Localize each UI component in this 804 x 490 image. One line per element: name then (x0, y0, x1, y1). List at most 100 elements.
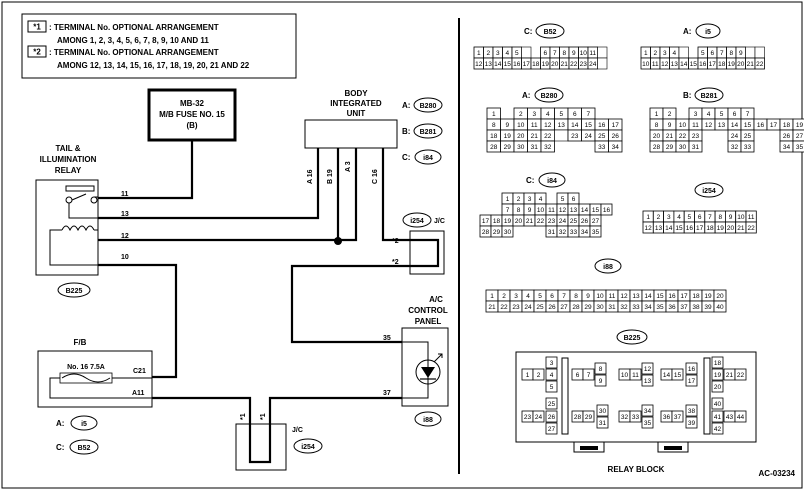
cv-i88-pin: 26 (548, 304, 556, 311)
cv-b225-cell (545, 410, 558, 423)
cv-i88-pin: 34 (644, 304, 652, 311)
jc-top-pin-1: *2 (392, 238, 399, 245)
cv-b281-pin: 31 (692, 144, 700, 151)
cv-i88-pin: 16 (668, 293, 676, 300)
cv-b225-cell (671, 410, 684, 423)
cv-b225-pin: 34 (644, 408, 652, 415)
tail-illumination-relay: TAIL & ILLUMINATION RELAY 11 13 12 10 B2… (35, 144, 129, 298)
relay-title-2: ILLUMINATION (40, 155, 97, 164)
cv-b281-pin: 25 (744, 133, 752, 140)
cv-b52-pin: 11 (589, 50, 596, 57)
cv-b225-pin: 5 (550, 384, 554, 391)
cv-b225-pin: 17 (688, 378, 696, 385)
cv-b52-pin: 3 (496, 50, 500, 57)
cv-b52-pin: 20 (551, 61, 559, 68)
cv-b280-pin: 26 (612, 133, 620, 140)
cv-b281-pin: 12 (705, 122, 713, 129)
wire-jc-to-ac-35 (290, 264, 410, 344)
cv-i84-pin: 34 (581, 229, 589, 236)
cv-b280-pin: 23 (571, 133, 579, 140)
biu-conn-a-prefix: A: (402, 101, 410, 110)
cv-b280-pin: 20 (517, 133, 525, 140)
cv-i254-pin: 18 (706, 225, 714, 232)
biu-conn-b-id: B281 (420, 129, 437, 136)
cv-b281-cell (740, 140, 755, 153)
cv-b225-cell (582, 368, 595, 381)
cv-b52-cell (597, 57, 608, 70)
cv-b281-pin: 18 (783, 122, 791, 129)
cv-i84-pin: 27 (592, 218, 600, 225)
cv-b225-pin: 25 (548, 401, 556, 408)
cv-i84-pin: 19 (504, 218, 512, 225)
fuse-box-line3: (B) (186, 121, 197, 130)
cv-b280-pin: 18 (490, 133, 498, 140)
fb-title: F/B (74, 338, 87, 347)
cv-b52-pin: 22 (570, 61, 578, 68)
cv-i254-pin: 15 (675, 225, 683, 232)
cv-i84-pin: 24 (559, 218, 567, 225)
cv-b225-cell (641, 416, 654, 429)
cv-i88-pin: 24 (524, 304, 532, 311)
biu-title-1: BODY (344, 89, 368, 98)
cv-b281-pin: 16 (757, 122, 765, 129)
cv-i84-pin: 22 (537, 218, 545, 225)
cv-b281-pin: 21 (666, 133, 674, 140)
cv-b225-pin: 32 (621, 414, 629, 421)
cv-i84-prefix: C: (526, 176, 534, 185)
ac-title-2: CONTROL (408, 306, 448, 315)
cv-b225-pin: 13 (644, 378, 652, 385)
ac-control-panel: A/C CONTROL PANEL 35 37 i88 (383, 295, 449, 427)
biu-title-3: UNIT (347, 109, 366, 118)
cv-i88-cell (713, 300, 727, 313)
cv-b52-pin: 19 (542, 61, 550, 68)
cv-i88-pin: 19 (704, 293, 712, 300)
cv-b225-pin: 8 (599, 366, 603, 373)
cv-i84-cell (501, 225, 514, 238)
jc-top-pin-2: *2 (392, 259, 399, 266)
cv-b225-pin: 24 (535, 414, 543, 421)
relay-pin-12: 12 (121, 233, 129, 240)
cv-b225-cell (734, 368, 747, 381)
cv-i84-pin: 15 (592, 207, 600, 214)
cv-b225-cell (582, 410, 595, 423)
cv-i5-id: i5 (705, 29, 711, 36)
cv-b281-pin: 26 (783, 133, 791, 140)
cv-i84-cell (589, 225, 602, 238)
fb-pin-c21: C21 (133, 368, 146, 375)
cv-i84-pin: 33 (570, 229, 578, 236)
cv-b52-pin: 10 (580, 50, 588, 57)
ac-pin-35: 35 (383, 335, 391, 342)
cv-b280-pin: 3 (532, 111, 536, 118)
cv-i88-pin: 40 (716, 304, 724, 311)
cv-i88-pin: 2 (502, 293, 506, 300)
cv-b281-pin: 11 (692, 122, 699, 129)
cv-i254-pin: 16 (686, 225, 694, 232)
cv-i5-pin: 8 (729, 50, 733, 57)
wire-relay-13-to-biu-a16 (98, 148, 320, 220)
cv-b280-cell (540, 140, 555, 153)
cv-i84-pin: 7 (506, 207, 510, 214)
wire-fuse-to-relay-11 (98, 140, 194, 200)
cv-b225-pin: 12 (644, 366, 652, 373)
cv-i254-pin: 12 (645, 225, 653, 232)
cv-b52-pin: 1 (477, 50, 481, 57)
cv-b225-cell (685, 362, 698, 375)
jc-top-label: J/C (434, 218, 445, 225)
cv-i254-pin: 8 (718, 214, 722, 221)
cv-i88-pin: 36 (668, 304, 676, 311)
cv-b225-pin: 37 (674, 414, 682, 421)
cv-b225-pin: 26 (548, 414, 556, 421)
cv-b225-pin: 18 (714, 360, 722, 367)
cv-b225-cell (711, 356, 724, 369)
wire-junction-to-biu-a3 (338, 148, 358, 242)
wire-fb-a11-to-jc (152, 396, 252, 432)
jc-bottom-pin-2: *1 (260, 413, 267, 420)
biu-pin-a3: A 3 (345, 161, 352, 172)
cv-b225-cell (545, 368, 558, 381)
cv-b225-pin: 40 (714, 401, 722, 408)
fb-conn-a-prefix: A: (56, 419, 64, 428)
cv-b52-pin: 9 (572, 50, 576, 57)
cv-b281-pin: 20 (653, 133, 661, 140)
cv-i84-pin: 4 (539, 196, 543, 203)
cv-i84-pin: 29 (493, 229, 501, 236)
